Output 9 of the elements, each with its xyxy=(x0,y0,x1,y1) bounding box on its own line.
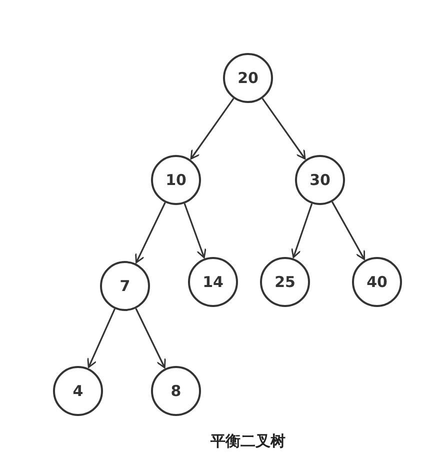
arrow xyxy=(190,98,234,160)
arrow xyxy=(262,98,306,160)
arrow xyxy=(87,308,116,368)
arrow xyxy=(135,308,166,368)
caption: 平衡二叉树 xyxy=(210,431,286,452)
arrow xyxy=(332,201,366,260)
arrow xyxy=(291,203,313,258)
arrow xyxy=(135,202,166,264)
arrow xyxy=(184,203,206,258)
